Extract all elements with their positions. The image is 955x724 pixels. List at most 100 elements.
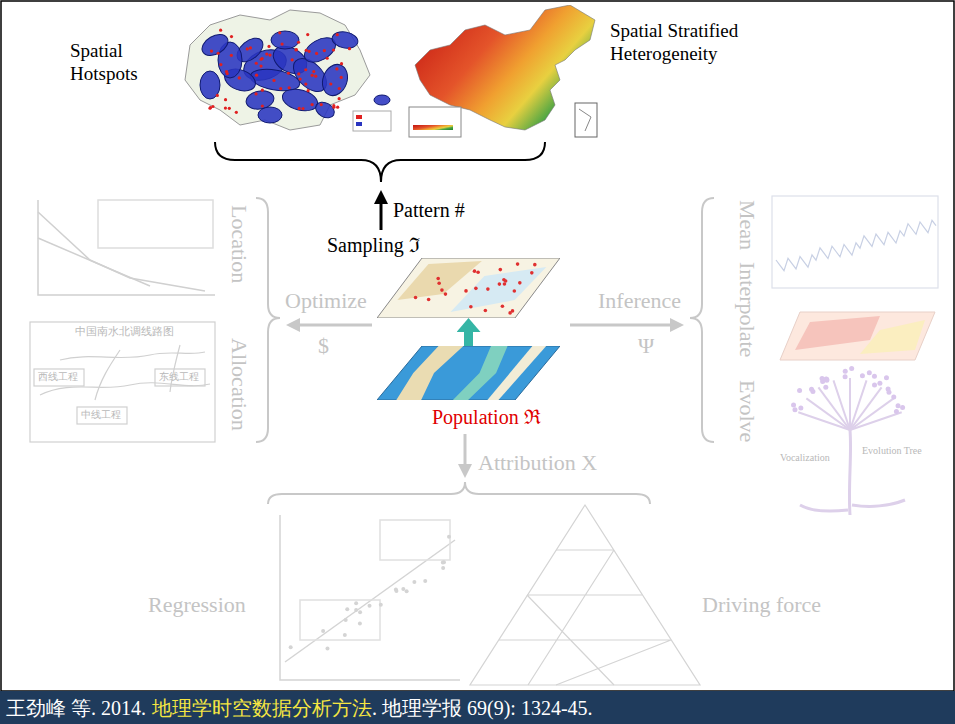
group-label: Driving force — [702, 592, 821, 618]
scatter-dot — [441, 566, 445, 570]
event-dot — [332, 106, 335, 109]
node-title: Spatial Stratified Heterogeneity — [610, 20, 740, 66]
tree-label: Vocalization — [780, 452, 830, 464]
sample-dot — [427, 298, 431, 302]
map-label: 东线工程 — [159, 371, 199, 383]
event-dot — [308, 50, 311, 53]
evolution-tree — [800, 505, 848, 511]
scatter-dot — [368, 604, 372, 608]
tree-branch — [850, 412, 902, 430]
event-dot — [315, 52, 318, 55]
event-dot — [268, 53, 271, 56]
sample-dot — [533, 263, 537, 267]
hotspot-ellipse — [313, 99, 337, 121]
node-title: Sampling ℑ — [327, 233, 420, 257]
sample-dot — [530, 271, 534, 275]
map-legend — [353, 111, 391, 131]
sample-dot — [444, 292, 448, 296]
map-legend — [356, 115, 362, 119]
scatter-dot — [358, 621, 362, 625]
tree-branch — [806, 398, 850, 430]
tree-leaf — [900, 405, 905, 410]
event-dot — [314, 75, 317, 78]
inference-arrow — [570, 198, 714, 442]
tree-leaf — [798, 405, 803, 410]
tree-leaf — [843, 374, 848, 379]
event-dot — [224, 107, 227, 110]
scatter-dot — [344, 618, 348, 622]
tree-branch — [833, 380, 850, 430]
hotspot-ellipse — [374, 95, 390, 105]
event-dot — [340, 76, 343, 79]
tree-leaf — [823, 385, 828, 390]
tree-leaf — [792, 407, 797, 412]
event-dot — [230, 54, 233, 57]
event-dot — [348, 47, 351, 50]
map-label: 中线工程 — [81, 409, 121, 421]
plane-zone — [487, 346, 546, 400]
water-transfer-map — [60, 352, 205, 360]
map-inset — [579, 109, 591, 131]
tree-leaf — [877, 381, 882, 386]
sample-dot — [499, 268, 503, 272]
evolution-tree — [852, 500, 905, 506]
sample-dot — [440, 288, 444, 292]
surface-plane — [780, 312, 935, 360]
event-dot — [265, 53, 268, 56]
scatter-dot — [394, 589, 398, 593]
event-dot — [249, 46, 252, 49]
attribution-arrow — [268, 434, 650, 504]
inference-arrow — [690, 198, 714, 442]
hotspot-map: Spatial Hotspots — [170, 5, 395, 135]
event-dot — [336, 106, 339, 109]
footer-bar — [0, 691, 955, 724]
inference-arrow — [570, 324, 674, 327]
event-dot — [255, 74, 258, 77]
tree-leaf — [860, 373, 865, 378]
tree-branch — [849, 378, 851, 430]
pattern-arrow — [215, 142, 545, 182]
event-dot — [279, 87, 282, 90]
tree-leaf — [896, 403, 901, 408]
hotspot-ellipse — [198, 30, 231, 60]
sample-dot — [464, 289, 468, 293]
event-dot — [298, 107, 301, 110]
event-dot — [310, 103, 313, 106]
scatter-dot — [401, 587, 405, 591]
event-dot — [304, 68, 307, 71]
hotspot-ellipse — [271, 31, 299, 49]
tree-leaf — [824, 377, 829, 382]
event-dot — [329, 82, 332, 85]
sample-dot — [516, 262, 520, 266]
event-dot — [224, 98, 227, 101]
sample-dot — [476, 270, 480, 274]
node-title: Spatial Hotspots — [70, 40, 165, 86]
regression-chart — [285, 540, 455, 662]
tree-leaf — [843, 369, 848, 374]
optimize-arrow — [256, 198, 280, 442]
event-dot — [320, 103, 323, 106]
tree-leaf — [894, 409, 899, 414]
scatter-dot — [354, 601, 358, 605]
event-dot — [297, 72, 300, 75]
event-dot — [311, 74, 314, 77]
event-dot — [208, 107, 211, 110]
von-thunen-chart — [38, 212, 205, 291]
event-dot — [219, 63, 222, 66]
event-dot — [288, 86, 291, 89]
pattern-arrow — [380, 200, 383, 230]
water-transfer-map — [155, 369, 205, 386]
event-dot — [255, 62, 258, 65]
temperature-chart — [772, 196, 938, 288]
citation-text: . 地理学报 69(9): 1324-45. — [372, 695, 593, 721]
event-dot — [306, 89, 309, 92]
tree-leaf — [872, 374, 877, 379]
event-dot — [210, 50, 213, 53]
scatter-dot — [423, 579, 427, 583]
regression-chart — [280, 515, 460, 680]
event-dot — [301, 107, 304, 110]
tree-branch — [850, 398, 894, 430]
event-dot — [230, 35, 233, 38]
